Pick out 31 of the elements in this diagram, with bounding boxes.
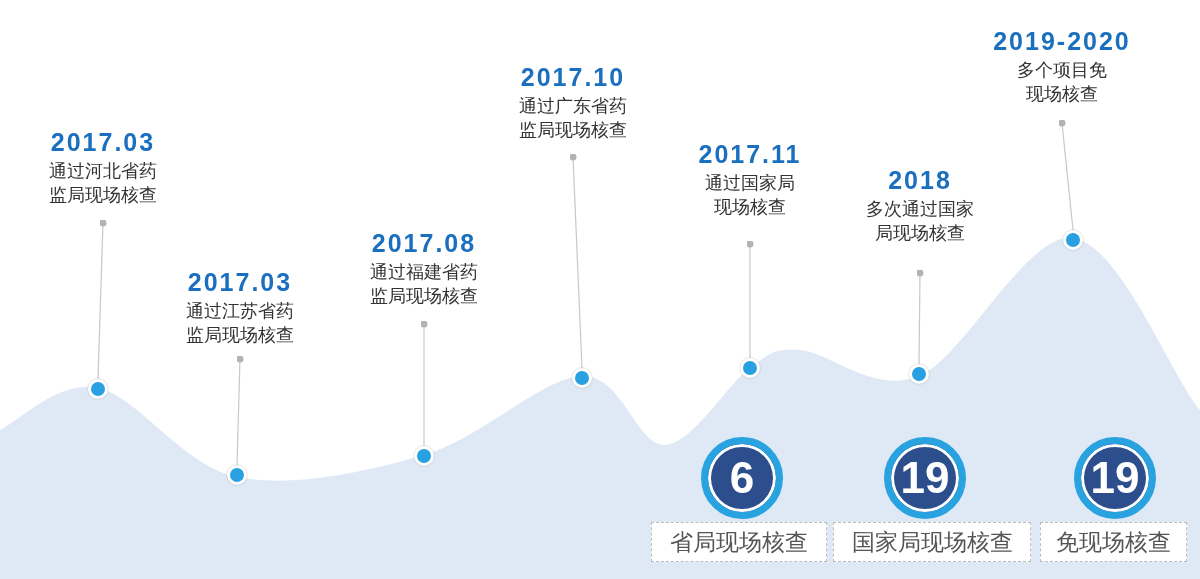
- milestone-text: 多次通过国家局现场核查: [865, 197, 975, 245]
- timeline-dot: [572, 368, 592, 388]
- timeline-dot: [414, 446, 434, 466]
- leader-line: [916, 269, 924, 365]
- date-label: 2017.03: [187, 267, 293, 298]
- milestone-text: 多个项目免现场核查: [1016, 58, 1108, 106]
- leader-line: [746, 240, 754, 359]
- leader-line: [236, 355, 244, 466]
- stat-label: 国家局现场核查: [833, 522, 1031, 562]
- timeline-dot: [1063, 230, 1083, 250]
- timeline-dot: [740, 358, 760, 378]
- milestone-text: 通过福建省药监局现场核查: [369, 260, 479, 308]
- milestone-text: 通过国家局现场核查: [704, 171, 796, 219]
- leader-line: [569, 153, 583, 369]
- date-label: 2017.03: [50, 127, 156, 158]
- date-label: 2017.08: [371, 228, 477, 259]
- date-label: 2017.10: [520, 62, 626, 93]
- stat-label: 免现场核查: [1040, 522, 1187, 562]
- leader-line: [1058, 119, 1074, 231]
- leader-line: [420, 320, 428, 447]
- milestone-text: 通过河北省药监局现场核查: [48, 159, 158, 207]
- date-label: 2018: [888, 165, 952, 196]
- timeline-dot: [227, 465, 247, 485]
- leader-line: [97, 219, 107, 380]
- date-label: 2019-2020: [993, 26, 1131, 57]
- milestone-text: 通过广东省药监局现场核查: [518, 94, 628, 142]
- timeline-dot: [909, 364, 929, 384]
- stat-label: 省局现场核查: [651, 522, 827, 562]
- timeline-dot: [88, 379, 108, 399]
- date-label: 2017.11: [698, 139, 802, 170]
- milestone-text: 通过江苏省药监局现场核查: [185, 299, 295, 347]
